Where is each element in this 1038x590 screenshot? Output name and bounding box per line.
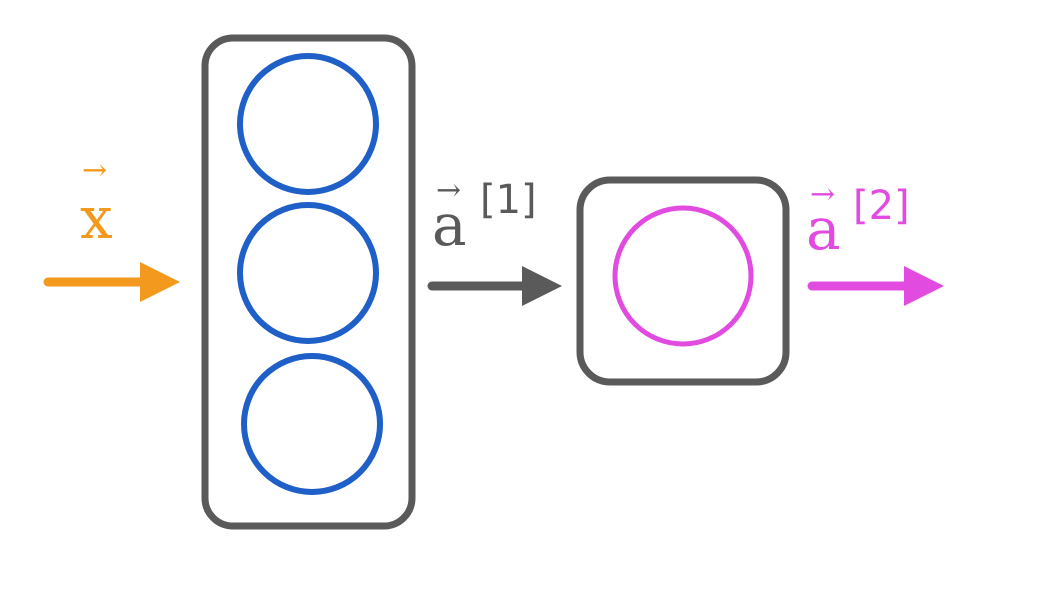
layer2-box bbox=[576, 176, 790, 386]
activation2-label: → a [2] bbox=[806, 177, 910, 263]
layer1-box bbox=[201, 34, 416, 530]
activation1-label: → a [1] bbox=[432, 173, 537, 259]
input-arrow-icon bbox=[43, 262, 180, 302]
input-vector-arrow: → bbox=[82, 153, 107, 188]
activation2-superscript: [2] bbox=[853, 183, 910, 229]
layer1-neuron-1 bbox=[237, 53, 379, 195]
activation2-symbol: a bbox=[806, 195, 841, 263]
input-symbol: x bbox=[80, 184, 113, 252]
output-arrow-icon bbox=[807, 266, 944, 306]
activation1-superscript: [1] bbox=[480, 177, 537, 223]
activation1-vector-arrow: → bbox=[436, 173, 461, 208]
layer2-neuron-1 bbox=[612, 205, 754, 347]
layer1-neuron-2 bbox=[237, 202, 379, 344]
input-label: → x bbox=[80, 153, 113, 252]
hidden-arrow-icon bbox=[427, 266, 562, 306]
activation1-symbol: a bbox=[432, 191, 467, 259]
activation2-vector-arrow: → bbox=[810, 177, 835, 212]
layer1-neuron-3 bbox=[241, 353, 383, 495]
